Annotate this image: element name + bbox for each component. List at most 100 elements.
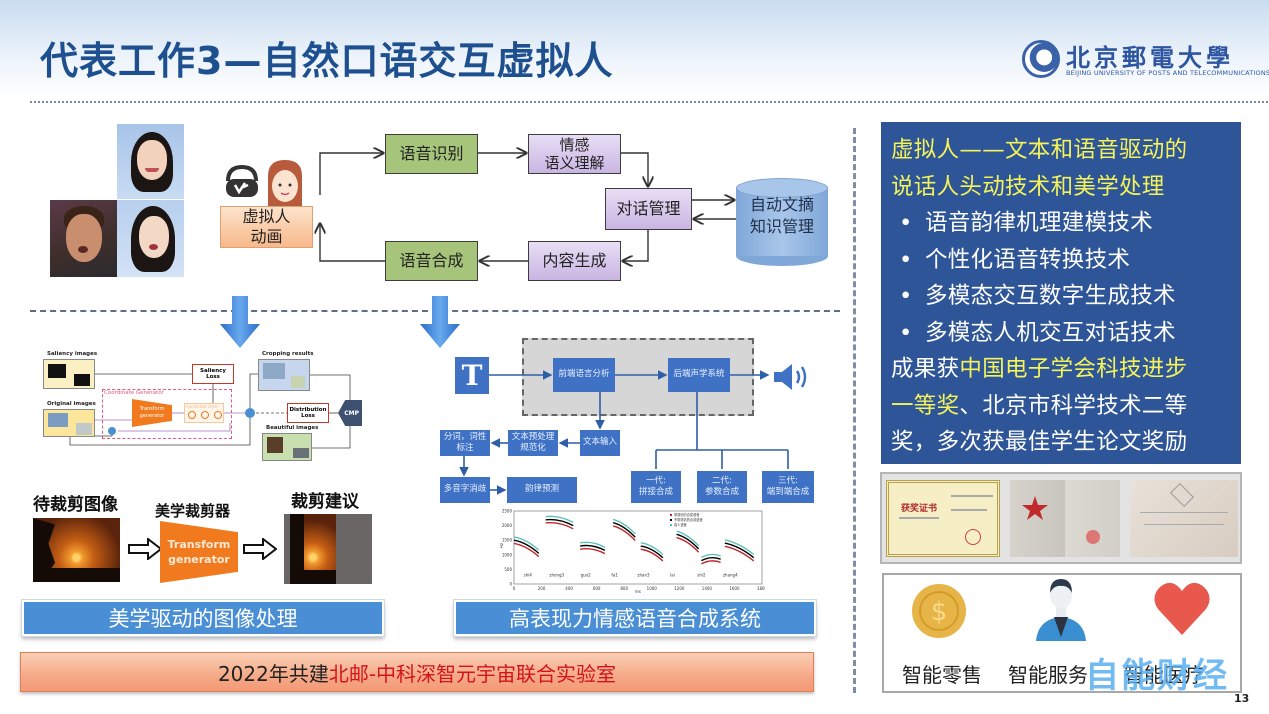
tts-gen2-parametric: 二代:参数合成 <box>697 471 747 503</box>
info-heading-line1: 虚拟人——文本和语音驱动的 <box>891 137 1188 163</box>
avatar-box-line2: 动画 <box>250 227 283 246</box>
saliency-images-thumb <box>43 359 95 389</box>
x-tick-label: 1400 <box>702 586 713 591</box>
certificate-booklet <box>1010 480 1120 557</box>
tts-gen1-concatenative: 一代:拼接合成 <box>631 471 681 503</box>
node-emotion-semantic-understanding: 情感语义理解 <box>528 134 621 174</box>
pitch-series-segment <box>724 542 755 559</box>
award-line1: 成果获中国电子学会科技进步 <box>891 351 1241 388</box>
legend-swatch <box>670 519 672 521</box>
photo-woman-smiling <box>117 124 184 199</box>
y-tick-label: 1000 <box>502 552 513 557</box>
pitch-series-segment <box>640 548 664 562</box>
bullet-icon: • <box>899 319 913 346</box>
banner-aesthetic-image-processing: 美学驱动的图像处理 <box>21 599 385 637</box>
page-number: 13 <box>1234 692 1250 705</box>
label-original-images: Original images <box>47 401 96 407</box>
app-label-retail: 智能零售 <box>902 663 982 687</box>
tts-segmentation-pos: 分词，词性标注 <box>440 430 490 456</box>
syllable-label: lai <box>670 573 675 578</box>
logo-name-cn: 北京郵電大學 <box>1066 43 1234 72</box>
cartoon-girl-icon <box>268 160 302 208</box>
pitch-series-segment <box>513 542 540 558</box>
pitch-series-segment <box>545 515 574 524</box>
sl-line2: Loss <box>206 374 220 380</box>
syllable-label: shi2 <box>697 573 706 578</box>
heart-icon <box>1154 582 1210 635</box>
bullet-text: 个性化语音转换技术 <box>925 246 1131 273</box>
x-tick-label: 1000 <box>647 586 658 591</box>
syllable-label: guo2 <box>581 573 592 578</box>
x-tick-label: 200 <box>538 586 546 591</box>
hollow-arrow-icon <box>128 538 162 560</box>
legend-swatch <box>670 514 672 516</box>
dl-line1: Distribution <box>289 406 327 413</box>
dl-line2: Loss <box>301 413 315 419</box>
pitch-series-segment <box>701 560 721 565</box>
bullet-icon: • <box>899 246 913 273</box>
caption-input-image: 待裁剪图像 <box>33 495 118 515</box>
pitch-series-segment <box>545 518 574 527</box>
pitch-series-segment <box>613 525 636 541</box>
lab-banner-prefix: 2022年共建 <box>217 661 329 686</box>
certificate-title: 获奖证书 <box>901 504 938 514</box>
x-tick-label: 400 <box>565 586 573 591</box>
y-tick-label: 2500 <box>502 509 513 514</box>
label-cropping-results: Cropping results <box>262 351 314 357</box>
pitch-contour-chart: 0200400600800100012001400160018000500100… <box>500 509 765 595</box>
gen-line1: Transform <box>167 537 231 551</box>
y-tick-label: 1500 <box>502 538 513 543</box>
pitch-series-segment <box>613 518 636 535</box>
photo-man-speaking <box>50 200 117 277</box>
bullet-icon: • <box>899 283 913 309</box>
syllable-label: zhong3 <box>549 573 564 578</box>
x-tick-label: 1200 <box>674 586 685 591</box>
syllable-label: fa1 <box>611 573 618 578</box>
info-panel: 虚拟人——文本和语音驱动的 说话人头动技术和美学处理 •语音韵律机理建模技术 •… <box>881 122 1241 464</box>
transform-generator-shape: Transform generator <box>160 521 238 583</box>
y-tick-label: 500 <box>504 567 512 572</box>
pitch-series-segment <box>724 545 755 562</box>
g1-line2: 拼接合成 <box>638 487 673 497</box>
hollow-arrow-icon <box>243 538 277 560</box>
g2-line2: 参数合成 <box>704 487 739 497</box>
label-constraint-layer: Constraint layer <box>186 404 219 409</box>
crop-suggestion-image <box>284 514 372 584</box>
knowledge-line1: 自动文摘 <box>749 195 814 214</box>
app-label-service: 智能服务 <box>1008 663 1088 687</box>
tts-backend-acoustic: 后端声学系统 <box>668 358 730 392</box>
info-bullet: •语音韵律机理建模技术 <box>891 205 1241 242</box>
certificates-strip: 获奖证书 <box>880 472 1242 564</box>
cropping-results-thumb <box>258 359 310 391</box>
g1-line1: 一代: <box>646 475 666 486</box>
pitch-series-segment <box>676 536 700 553</box>
vr-headset-icon <box>226 165 258 197</box>
pitch-series-segment <box>613 522 636 538</box>
tts-text-input: 文本输入 <box>580 430 620 456</box>
pitch-series-segment <box>580 548 606 555</box>
label-beautiful-images: Beautiful images <box>266 425 319 431</box>
y-tick-label: 0 <box>509 582 512 587</box>
cmp-block: CMP <box>338 400 362 426</box>
tts-text-preprocess: 文本预处理规范化 <box>508 430 558 456</box>
x-tick-label: 0 <box>513 586 516 591</box>
certificate-paper-award <box>1130 480 1238 557</box>
original-images-thumb <box>43 409 95 437</box>
bullet-text: 多模态人机交互对话技术 <box>925 319 1176 346</box>
down-arrow-icon <box>220 296 260 348</box>
gen-line2: generator <box>168 553 230 566</box>
service-person-icon <box>1036 579 1086 641</box>
node-dialogue-management: 对话管理 <box>605 188 692 230</box>
sl-line1: Saliency <box>200 367 226 374</box>
tg-line1: Transform <box>139 406 165 412</box>
pitch-series-segment <box>513 536 540 551</box>
award-highlight: 一等奖 <box>891 392 960 419</box>
x-axis-label: ms <box>635 589 641 594</box>
x-tick-label: 1600 <box>729 586 740 591</box>
coin-dollar-icon: $ <box>912 584 966 638</box>
g3-line2: 端到端合成 <box>766 487 810 497</box>
tg-line2: generator <box>139 412 165 419</box>
